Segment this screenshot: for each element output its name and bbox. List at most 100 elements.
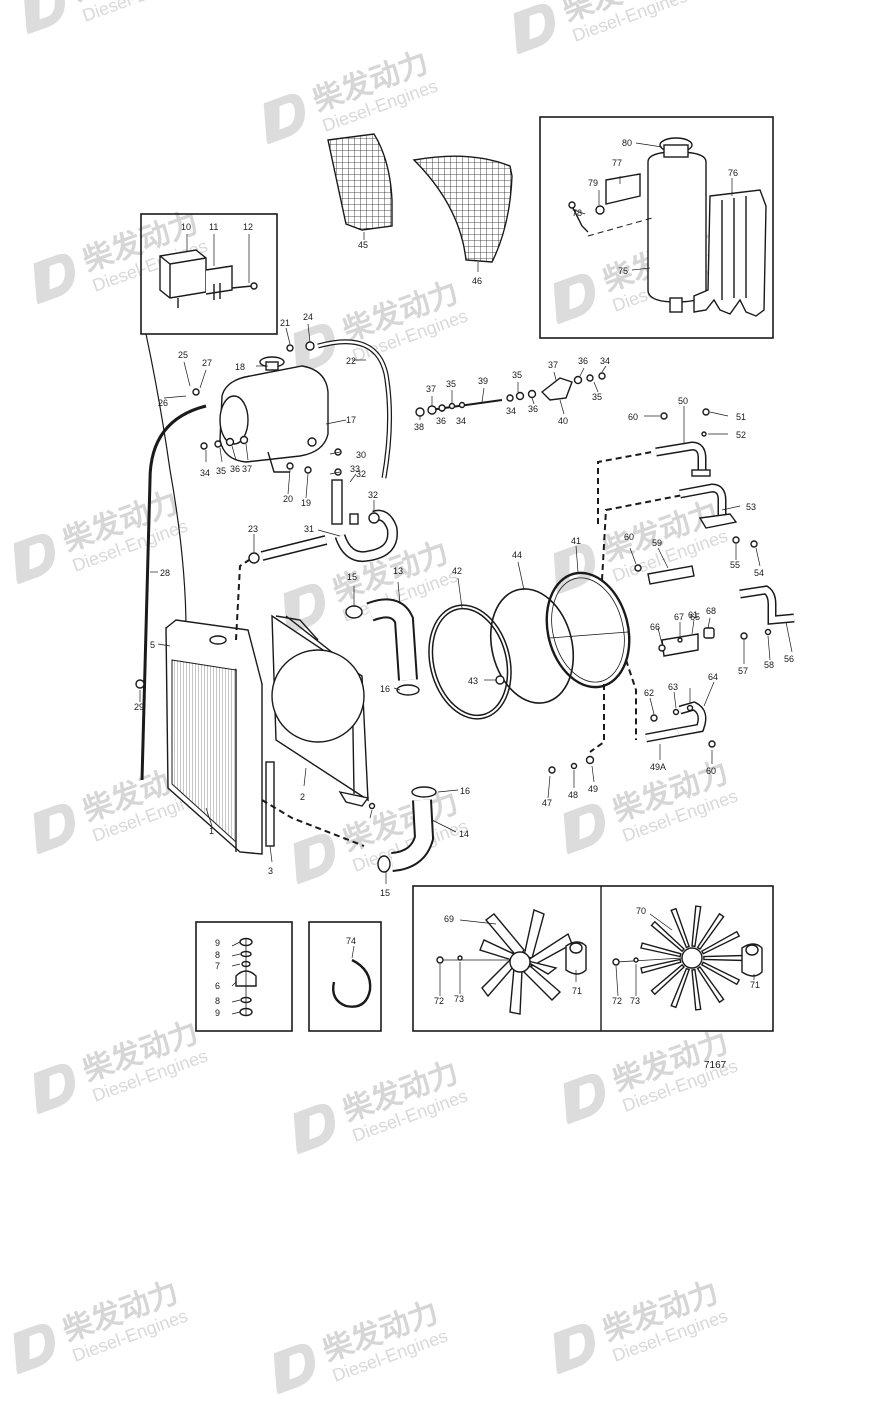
label-20: 20 [283,494,293,504]
label-60c: 60 [706,766,716,776]
label-57: 57 [738,666,748,676]
inset-box-rubber-mount [195,921,293,1032]
label-56: 56 [784,654,794,664]
fan-70-blade [696,912,725,950]
label-34c: 34 [506,406,516,416]
label-44: 44 [512,550,522,560]
label-76: 76 [728,168,738,178]
label-54: 54 [754,568,764,578]
fan-70-blade [696,966,725,1004]
label-32b: 32 [368,490,378,500]
ring-shaft-line [549,631,629,639]
rubber-mount-stack [235,937,257,1017]
bracket-56-inner [739,586,795,624]
bracket-64-inner [677,702,705,735]
fastener-row [415,372,606,417]
part-labels: 1 2 3 5 6 7 8 8 9 9 10 11 12 13 14 15 15… [134,138,794,1071]
label-24: 24 [303,312,313,322]
label-79: 79 [588,178,598,188]
hose-31-inner [336,511,397,561]
label-9a: 9 [215,938,220,948]
fan-70-blade [670,967,690,1009]
label-36d: 36 [578,356,588,366]
label-1: 1 [209,826,214,836]
label-72b: 72 [612,996,622,1006]
watermark-brand-en: Diesel-Engines [80,0,201,26]
inset-box-hose-clip [308,921,382,1032]
label-28: 28 [160,568,170,578]
label-41: 41 [571,536,581,546]
label-67: 67 [674,612,684,622]
label-63: 63 [668,682,678,692]
label-73a: 73 [454,994,464,1004]
dash-ring-bracket [597,451,653,524]
label-31: 31 [304,524,314,534]
dash-ring-bracket-2 [601,493,689,581]
fan-70-blade [691,905,702,948]
label-62: 62 [644,688,654,698]
spacer-68 [703,627,715,639]
bracket-53-plate [698,513,738,529]
label-36a: 36 [230,464,240,474]
label-70: 70 [636,906,646,916]
fan-70-blade [640,958,682,974]
grille-46 [412,155,513,272]
label-10: 10 [181,222,191,232]
strip-59 [647,565,695,585]
relay-assembly [159,234,258,308]
leader-lines [139,323,793,1015]
inset-box-relay [140,213,278,335]
label-3: 3 [268,866,273,876]
label-61: 61 [688,610,698,620]
fan-70-blade [640,942,682,958]
hose-14-inner [391,799,433,870]
label-19: 19 [301,498,311,508]
label-75: 75 [618,266,628,276]
bracket-61 [661,633,699,657]
label-37b: 37 [426,384,436,394]
wire-relay [145,333,187,631]
label-39: 39 [478,376,488,386]
label-71b: 71 [750,980,760,990]
label-2: 2 [300,792,305,802]
label-38: 38 [414,422,424,432]
label-69: 69 [444,914,454,924]
fan-70-blade [700,961,741,986]
label-60b: 60 [624,532,634,542]
label-35d: 35 [592,392,602,402]
label-66: 66 [650,622,660,632]
label-37c: 37 [548,360,558,370]
label-36b: 36 [436,416,446,426]
label-50: 50 [678,396,688,406]
expansion-tank-assembly [568,137,767,317]
dash-ring-lower [589,684,605,753]
label-34a: 34 [200,468,210,478]
hose-22-inner [317,340,391,479]
label-12: 12 [243,222,253,232]
label-33: 33 [350,464,360,474]
bracket-50-inner [655,442,705,474]
label-16b: 16 [460,786,470,796]
label-35a: 35 [216,466,226,476]
label-22: 22 [346,356,356,366]
label-49a: 49A [650,762,666,772]
grille-45 [327,133,393,240]
label-64: 64 [708,672,718,682]
stay-3 [265,761,275,847]
label-6: 6 [215,981,220,991]
label-37a: 37 [242,464,252,474]
bracket-49a-inner [645,729,679,741]
ring-42 [428,604,512,720]
clamp-16-upper [396,684,420,696]
label-60a: 60 [628,412,638,422]
label-27: 27 [202,358,212,368]
